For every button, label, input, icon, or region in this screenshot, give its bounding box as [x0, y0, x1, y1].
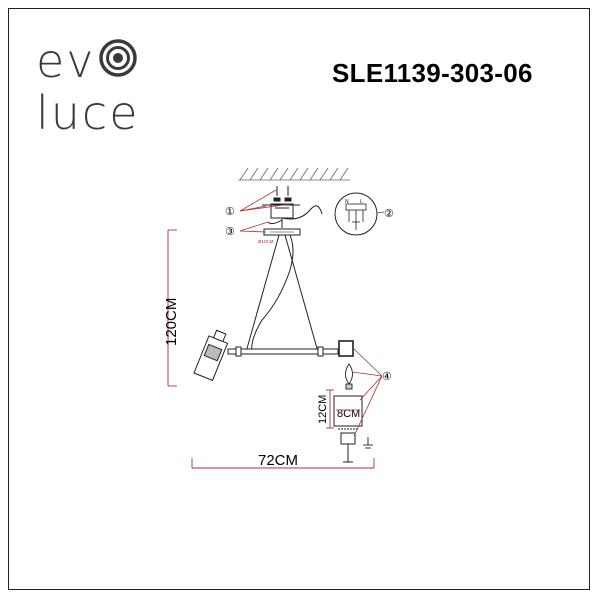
ground-symbol-icon	[363, 437, 373, 449]
drawing-frame	[8, 8, 590, 590]
brand-text-line2: luce	[36, 86, 140, 140]
connector-pin-n: N	[345, 199, 349, 205]
callout-4: ④	[382, 371, 392, 383]
bulb-detail	[345, 363, 353, 390]
brand-logo: ev luce	[36, 38, 140, 136]
leader-lines	[239, 189, 383, 437]
horizontal-bar	[227, 340, 354, 357]
shade-diameter-label: 8CM	[337, 408, 360, 420]
canopy-diameter-label: Ø10CM	[258, 239, 274, 244]
ceiling-hatch	[238, 167, 350, 181]
callout-1: ①	[225, 206, 235, 218]
connector-pin-l: L	[360, 199, 363, 205]
connector-detail-circle: N L	[334, 192, 385, 236]
shade-detail	[333, 395, 363, 463]
callout-3: ③	[225, 226, 235, 238]
model-number: SLE1139-303-06	[332, 58, 533, 88]
height-dimension	[167, 229, 177, 387]
width-dimension	[191, 458, 375, 469]
shade-height-dimension	[326, 389, 334, 429]
suspension-wires	[245, 234, 319, 353]
brand-text-line1: ev	[36, 34, 96, 88]
width-label: 72CM	[258, 452, 298, 469]
shade-height-label: 12CM	[317, 395, 329, 424]
height-label: 120CM	[163, 298, 180, 346]
callout-2: ②	[384, 208, 394, 220]
concentric-circle-o-icon	[98, 38, 138, 85]
spot-shade	[193, 329, 229, 382]
